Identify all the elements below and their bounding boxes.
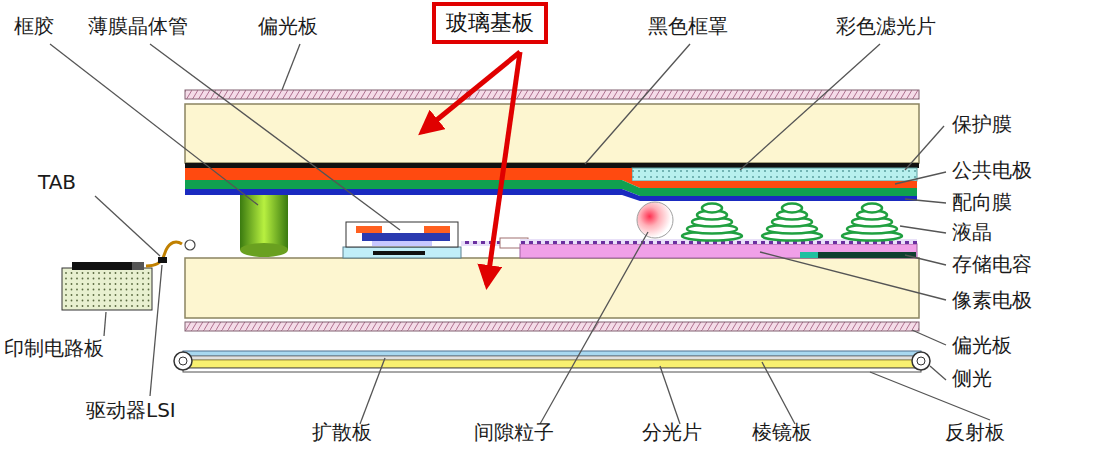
part-label: 侧光: [952, 366, 992, 390]
liquid-crystal: [782, 204, 802, 213]
liquid-crystal: [862, 204, 882, 213]
part-label: 反射板: [945, 420, 1005, 444]
part-label: 液晶: [952, 220, 992, 244]
part-label: 间隙粒子: [474, 420, 554, 444]
part-label: 像素电极: [952, 288, 1032, 312]
part-label: 公共电极: [952, 158, 1032, 182]
part-label: 偏光板: [952, 333, 1012, 357]
part-label: 印制电路板: [4, 336, 104, 360]
part-label: 保护膜: [952, 112, 1012, 136]
part-label: 棱镜板: [752, 420, 812, 444]
part-label: 黑色框罩: [648, 14, 728, 38]
part-label: 存储电容: [952, 252, 1032, 276]
part-label: 薄膜晶体管: [88, 14, 188, 38]
part-label: 框胶: [14, 14, 54, 38]
callout-box: 玻璃基板: [432, 2, 548, 44]
part-label: 分光片: [642, 420, 702, 444]
part-label: 驱动器LSI: [86, 398, 176, 422]
part-label: 配向膜: [952, 190, 1012, 214]
liquid-crystal: [702, 204, 722, 213]
part-label: 偏光板: [258, 14, 318, 38]
part-label: 扩散板: [312, 420, 372, 444]
callout-text: 玻璃基板: [446, 10, 534, 35]
part-label: 彩色滤光片: [836, 14, 936, 38]
part-label: TAB: [38, 170, 76, 194]
